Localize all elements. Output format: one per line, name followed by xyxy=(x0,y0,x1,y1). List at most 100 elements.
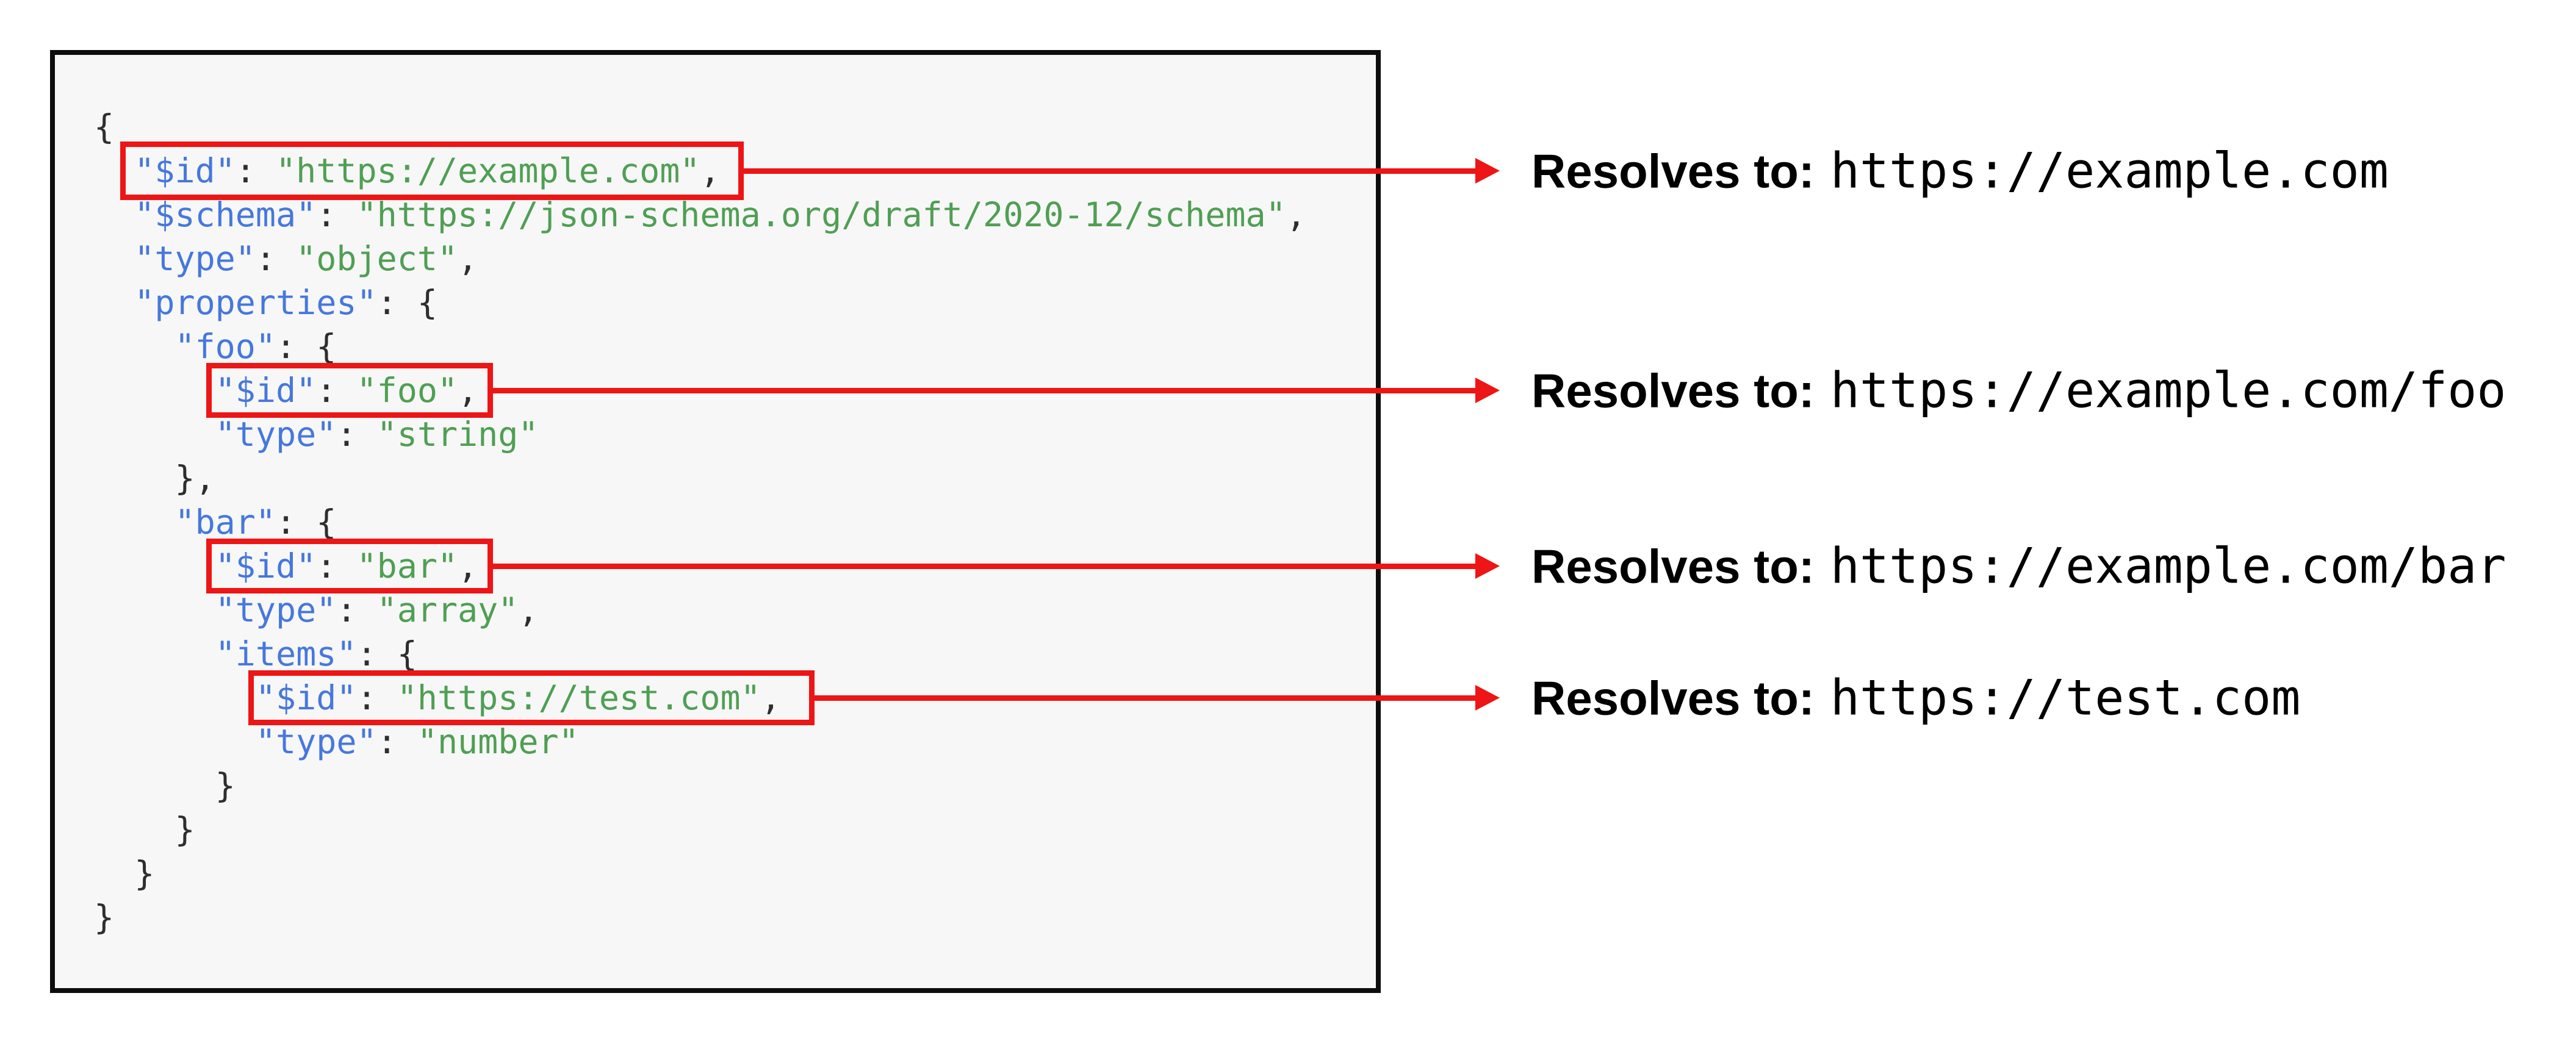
code-token: : { xyxy=(356,634,417,673)
code-line: "$id": "https://test.com", xyxy=(94,676,1306,720)
code-token: : { xyxy=(376,283,437,322)
arrow-head-icon xyxy=(1475,685,1500,711)
resolve-annotation-1: Resolves to: https://example.com xyxy=(1531,143,2389,199)
code-token: : xyxy=(316,371,357,410)
resolve-annotation-4: Resolves to: https://test.com xyxy=(1531,670,2300,726)
code-token: , xyxy=(700,151,721,190)
json-code-panel: { "$id": "https://example.com", "$schema… xyxy=(50,50,1381,993)
code-token: "https://test.com" xyxy=(397,678,761,717)
code-line: } xyxy=(94,895,1306,939)
code-token: "https://example.com" xyxy=(276,151,700,190)
code-token xyxy=(94,415,215,454)
arrow-head-icon xyxy=(1475,553,1500,579)
code-token: : xyxy=(255,239,297,278)
code-token xyxy=(94,327,174,366)
arrow-head-icon xyxy=(1475,158,1500,184)
code-line: "foo": { xyxy=(94,324,1306,368)
code-line: { xyxy=(94,105,1306,149)
code-token: "string" xyxy=(376,415,539,454)
code-token: "foo" xyxy=(174,327,276,366)
code-token: : xyxy=(336,590,377,629)
arrow-head-icon xyxy=(1475,378,1500,403)
code-line: "$id": "https://example.com", xyxy=(94,149,1306,193)
code-token: "type" xyxy=(215,590,337,629)
code-token: } xyxy=(94,898,115,937)
code-token xyxy=(94,283,134,322)
code-token: "foo" xyxy=(356,371,458,410)
code-token xyxy=(94,547,215,586)
code-token xyxy=(94,195,134,234)
code-token: "type" xyxy=(134,239,256,278)
code-line: "$id": "bar", xyxy=(94,544,1306,588)
code-line: } xyxy=(94,808,1306,851)
code-token: : xyxy=(356,678,397,717)
code-token: , xyxy=(760,678,781,717)
code-token xyxy=(94,590,215,629)
code-token: "type" xyxy=(255,722,377,761)
code-line: "items": { xyxy=(94,632,1306,676)
json-schema-code: { "$id": "https://example.com", "$schema… xyxy=(94,105,1306,939)
code-token: "$id" xyxy=(255,678,357,717)
id-highlight-box-bar xyxy=(206,539,493,593)
arrow-shaft xyxy=(491,388,1477,393)
resolve-label: Resolves to: xyxy=(1531,671,1815,725)
id-highlight-box-foo xyxy=(206,363,493,418)
code-line: "bar": { xyxy=(94,500,1306,544)
code-line: "type": "string" xyxy=(94,412,1306,456)
code-token: "array" xyxy=(376,590,519,629)
code-line: "$schema": "https://json-schema.org/draf… xyxy=(94,193,1306,237)
resolve-url: https://example.com/foo xyxy=(1830,362,2506,419)
resolve-annotation-2: Resolves to: https://example.com/foo xyxy=(1531,362,2506,419)
resolve-url: https://test.com xyxy=(1830,669,2301,726)
code-token: "properties" xyxy=(134,283,377,322)
code-token: "https://json-schema.org/draft/2020-12/s… xyxy=(356,195,1286,234)
code-token: : { xyxy=(276,503,337,542)
code-token xyxy=(94,722,256,761)
code-token: : { xyxy=(276,327,337,366)
code-line: "$id": "foo", xyxy=(94,368,1306,412)
code-token: , xyxy=(458,371,478,410)
code-token: } xyxy=(94,766,236,805)
code-token: } xyxy=(94,854,155,893)
code-line: } xyxy=(94,851,1306,895)
resolve-url: https://example.com xyxy=(1830,142,2389,199)
arrow-shaft xyxy=(491,564,1477,569)
code-token: "type" xyxy=(215,415,337,454)
code-token: , xyxy=(458,547,478,586)
code-token: "$id" xyxy=(134,151,236,190)
code-token: "$schema" xyxy=(134,195,317,234)
code-token xyxy=(94,371,215,410)
code-token: : xyxy=(316,195,357,234)
code-token: : xyxy=(336,415,377,454)
resolve-label: Resolves to: xyxy=(1531,144,1815,198)
code-token: : xyxy=(376,722,417,761)
code-token xyxy=(94,634,215,673)
code-token: "object" xyxy=(296,239,458,278)
code-token: "items" xyxy=(215,634,357,673)
code-token: { xyxy=(94,107,115,146)
resolve-label: Resolves to: xyxy=(1531,364,1815,418)
code-token: } xyxy=(94,810,195,849)
code-line: "type": "array", xyxy=(94,588,1306,632)
code-token: }, xyxy=(94,459,215,498)
code-token xyxy=(94,239,134,278)
code-token: "$id" xyxy=(215,371,317,410)
code-token xyxy=(94,678,256,717)
arrow-shaft xyxy=(812,695,1477,701)
code-line: "type": "number" xyxy=(94,720,1306,764)
code-token: "bar" xyxy=(356,547,458,586)
code-token: "bar" xyxy=(174,503,276,542)
code-token: , xyxy=(458,239,478,278)
arrow-shaft xyxy=(741,168,1477,174)
code-token: : xyxy=(235,151,276,190)
id-highlight-box-root xyxy=(120,142,744,200)
code-token: "$id" xyxy=(215,547,317,586)
code-token: : xyxy=(316,547,357,586)
code-token xyxy=(94,503,174,542)
code-line: "properties": { xyxy=(94,281,1306,324)
code-token: "number" xyxy=(417,722,579,761)
code-token: , xyxy=(518,590,539,629)
id-highlight-box-test xyxy=(248,670,815,725)
code-line: "type": "object", xyxy=(94,237,1306,281)
